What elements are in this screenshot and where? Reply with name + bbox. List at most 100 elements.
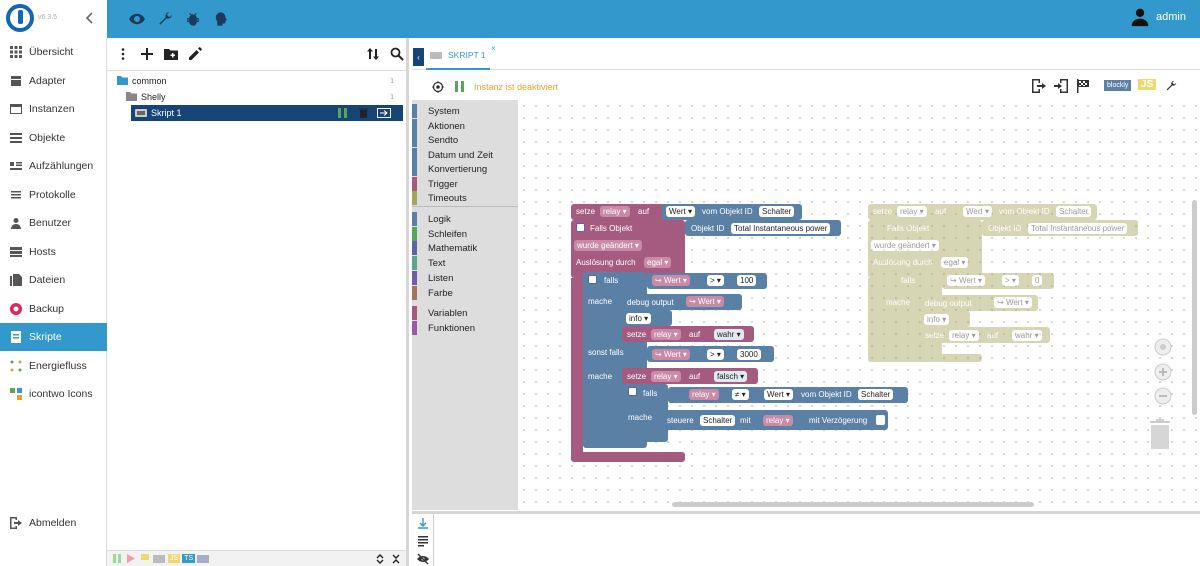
variable-dropdown[interactable]: relay ▾ [651,371,681,382]
export-icon[interactable] [1032,79,1046,93]
sidebar-item-adapter[interactable]: Adapter [0,67,107,95]
filter-js-badge[interactable]: JS [168,554,181,563]
search-icon[interactable] [390,47,404,61]
eye-icon[interactable] [128,10,146,28]
toolbox-category-logik[interactable]: Logik [412,212,451,226]
value-dropdown[interactable]: ↪ Wert ▾ [652,275,690,286]
filter-rules-icon[interactable] [197,554,210,563]
head-icon[interactable] [212,10,230,28]
filter-blockly-icon[interactable] [153,554,165,563]
tree-item-common[interactable]: common 1 [107,73,406,89]
clear-log-icon[interactable] [417,535,429,547]
target-icon[interactable] [432,81,444,93]
boolean-dropdown[interactable]: falsch ▾ [714,371,748,382]
sidebar-item-benutzer[interactable]: Benutzer [0,209,107,237]
boolean-dropdown[interactable]: wahr ▾ [1012,330,1042,341]
variable-dropdown[interactable]: relay ▾ [897,206,927,217]
edit-icon[interactable] [188,47,202,61]
toggle-tree-button[interactable]: ‹ [413,48,424,66]
boolean-dropdown[interactable]: wahr ▾ [714,329,744,340]
expand-all-icon[interactable] [376,554,384,564]
sidebar-item-aufzaehlungen[interactable]: Aufzählungen [0,152,107,180]
sidebar-item-instanzen[interactable]: Instanzen [0,95,107,123]
value-type-dropdown[interactable]: Wert ▾ [963,206,992,217]
filter-ts-badge[interactable]: TS [182,554,196,563]
vertical-scrollbar[interactable] [1192,200,1197,415]
delay-checkbox[interactable] [876,415,885,425]
value-dropdown[interactable]: ↪ Wert ▾ [994,297,1032,308]
object-id-field[interactable]: Schalter [759,206,795,217]
trigger-condition-dropdown[interactable]: wurde geändert ▾ [871,240,939,251]
object-id-field[interactable]: Total Instantaneous power [731,223,831,234]
add-folder-icon[interactable] [164,47,178,61]
sidebar-item-abmelden[interactable]: Abmelden [0,509,107,537]
value-type-dropdown[interactable]: Wert ▾ [764,389,793,400]
settings-wrench-icon[interactable] [1164,79,1178,93]
blockly-canvas[interactable]: setze relay ▾ auf Wert ▾ vom Objekt ID S… [518,100,1200,510]
operator-dropdown[interactable]: > ▾ [707,349,724,360]
number-field[interactable]: 0 [1032,275,1043,286]
variable-dropdown[interactable]: relay ▾ [763,415,793,426]
toolbox-category-trigger[interactable]: Trigger [412,177,458,191]
filter-play-icon[interactable] [127,554,135,563]
add-icon[interactable] [140,47,154,61]
object-id-field[interactable]: Schalter [1056,206,1092,217]
collapse-sidebar-icon[interactable] [84,11,94,25]
object-id-field[interactable]: Schalter [858,389,894,400]
log-level-dropdown[interactable]: info ▾ [924,314,950,325]
toolbox-category-aktionen[interactable]: Aktionen [412,119,465,133]
zoom-reset-icon[interactable] [1154,338,1172,356]
toolbox-category-variablen[interactable]: Variablen [412,306,467,320]
sidebar-item-protokolle[interactable]: Protokolle [0,181,107,209]
toolbox-category-text[interactable]: Text [412,256,445,270]
pause-icon[interactable] [338,108,347,118]
value-type-dropdown[interactable]: Wert ▾ [666,206,695,217]
sidebar-item-skripte[interactable]: Skripte [0,323,107,351]
variable-dropdown[interactable]: relay ▾ [689,389,719,400]
gear-icon[interactable] [576,223,585,232]
delete-icon[interactable] [359,108,368,118]
pause-script-icon[interactable] [455,81,464,92]
filter-pause-icon[interactable] [113,554,121,563]
sidebar-item-icontwo-icons[interactable]: icontwo Icons [0,380,107,408]
operator-dropdown[interactable]: ≠ ▾ [732,389,749,400]
toolbox-category-timeouts[interactable]: Timeouts [412,191,467,205]
value-dropdown[interactable]: ↪ Wert ▾ [652,349,690,360]
scroll-down-icon[interactable] [417,517,429,529]
wrench-icon[interactable] [156,10,174,28]
sort-icon[interactable] [366,47,380,61]
tab-skript-1[interactable]: SKRIPT 1 × [426,42,496,70]
trash-icon[interactable] [1148,418,1172,450]
import-icon[interactable] [1054,79,1068,93]
trigger-condition-dropdown[interactable]: wurde geändert ▾ [574,240,642,251]
toolbox-category-listen[interactable]: Listen [412,271,453,285]
checkered-flag-icon[interactable] [1076,79,1090,93]
toolbox-category-schleifen[interactable]: Schleifen [412,227,467,241]
collapse-all-icon[interactable] [392,554,400,564]
operator-dropdown[interactable]: > ▾ [1002,275,1019,286]
horizontal-scrollbar[interactable] [672,502,1034,507]
gear-icon[interactable] [588,275,597,284]
object-id-field[interactable]: Total Instantaneous power [1028,223,1128,234]
variable-dropdown[interactable]: relay ▾ [600,206,630,217]
toolbox-category-konvertierung[interactable]: Konvertierung [412,162,487,176]
filter-flag-icon[interactable] [141,554,149,563]
open-script-icon[interactable] [377,108,391,118]
sidebar-item-uebersicht[interactable]: Übersicht [0,38,107,66]
number-field[interactable]: 100 [737,275,757,286]
zoom-in-icon[interactable] [1154,363,1172,381]
variable-dropdown[interactable]: relay ▾ [651,329,681,340]
user-menu[interactable]: admin [1130,7,1186,27]
sidebar-item-objekte[interactable]: Objekte [0,124,107,152]
zoom-out-icon[interactable] [1154,387,1172,405]
toolbox-category-farbe[interactable]: Farbe [412,286,453,300]
value-dropdown[interactable]: ↪ Wert ▾ [947,275,985,286]
eye-off-icon[interactable] [417,553,429,565]
operator-dropdown[interactable]: > ▾ [707,275,724,286]
number-field[interactable]: 3000 [737,349,761,360]
variable-dropdown[interactable]: relay ▾ [949,330,979,341]
sidebar-item-backup[interactable]: Backup [0,295,107,323]
gear-icon[interactable] [628,387,637,396]
toolbox-category-mathematik[interactable]: Mathematik [412,241,477,255]
toolbox-category-sendto[interactable]: Sendto [412,133,458,147]
